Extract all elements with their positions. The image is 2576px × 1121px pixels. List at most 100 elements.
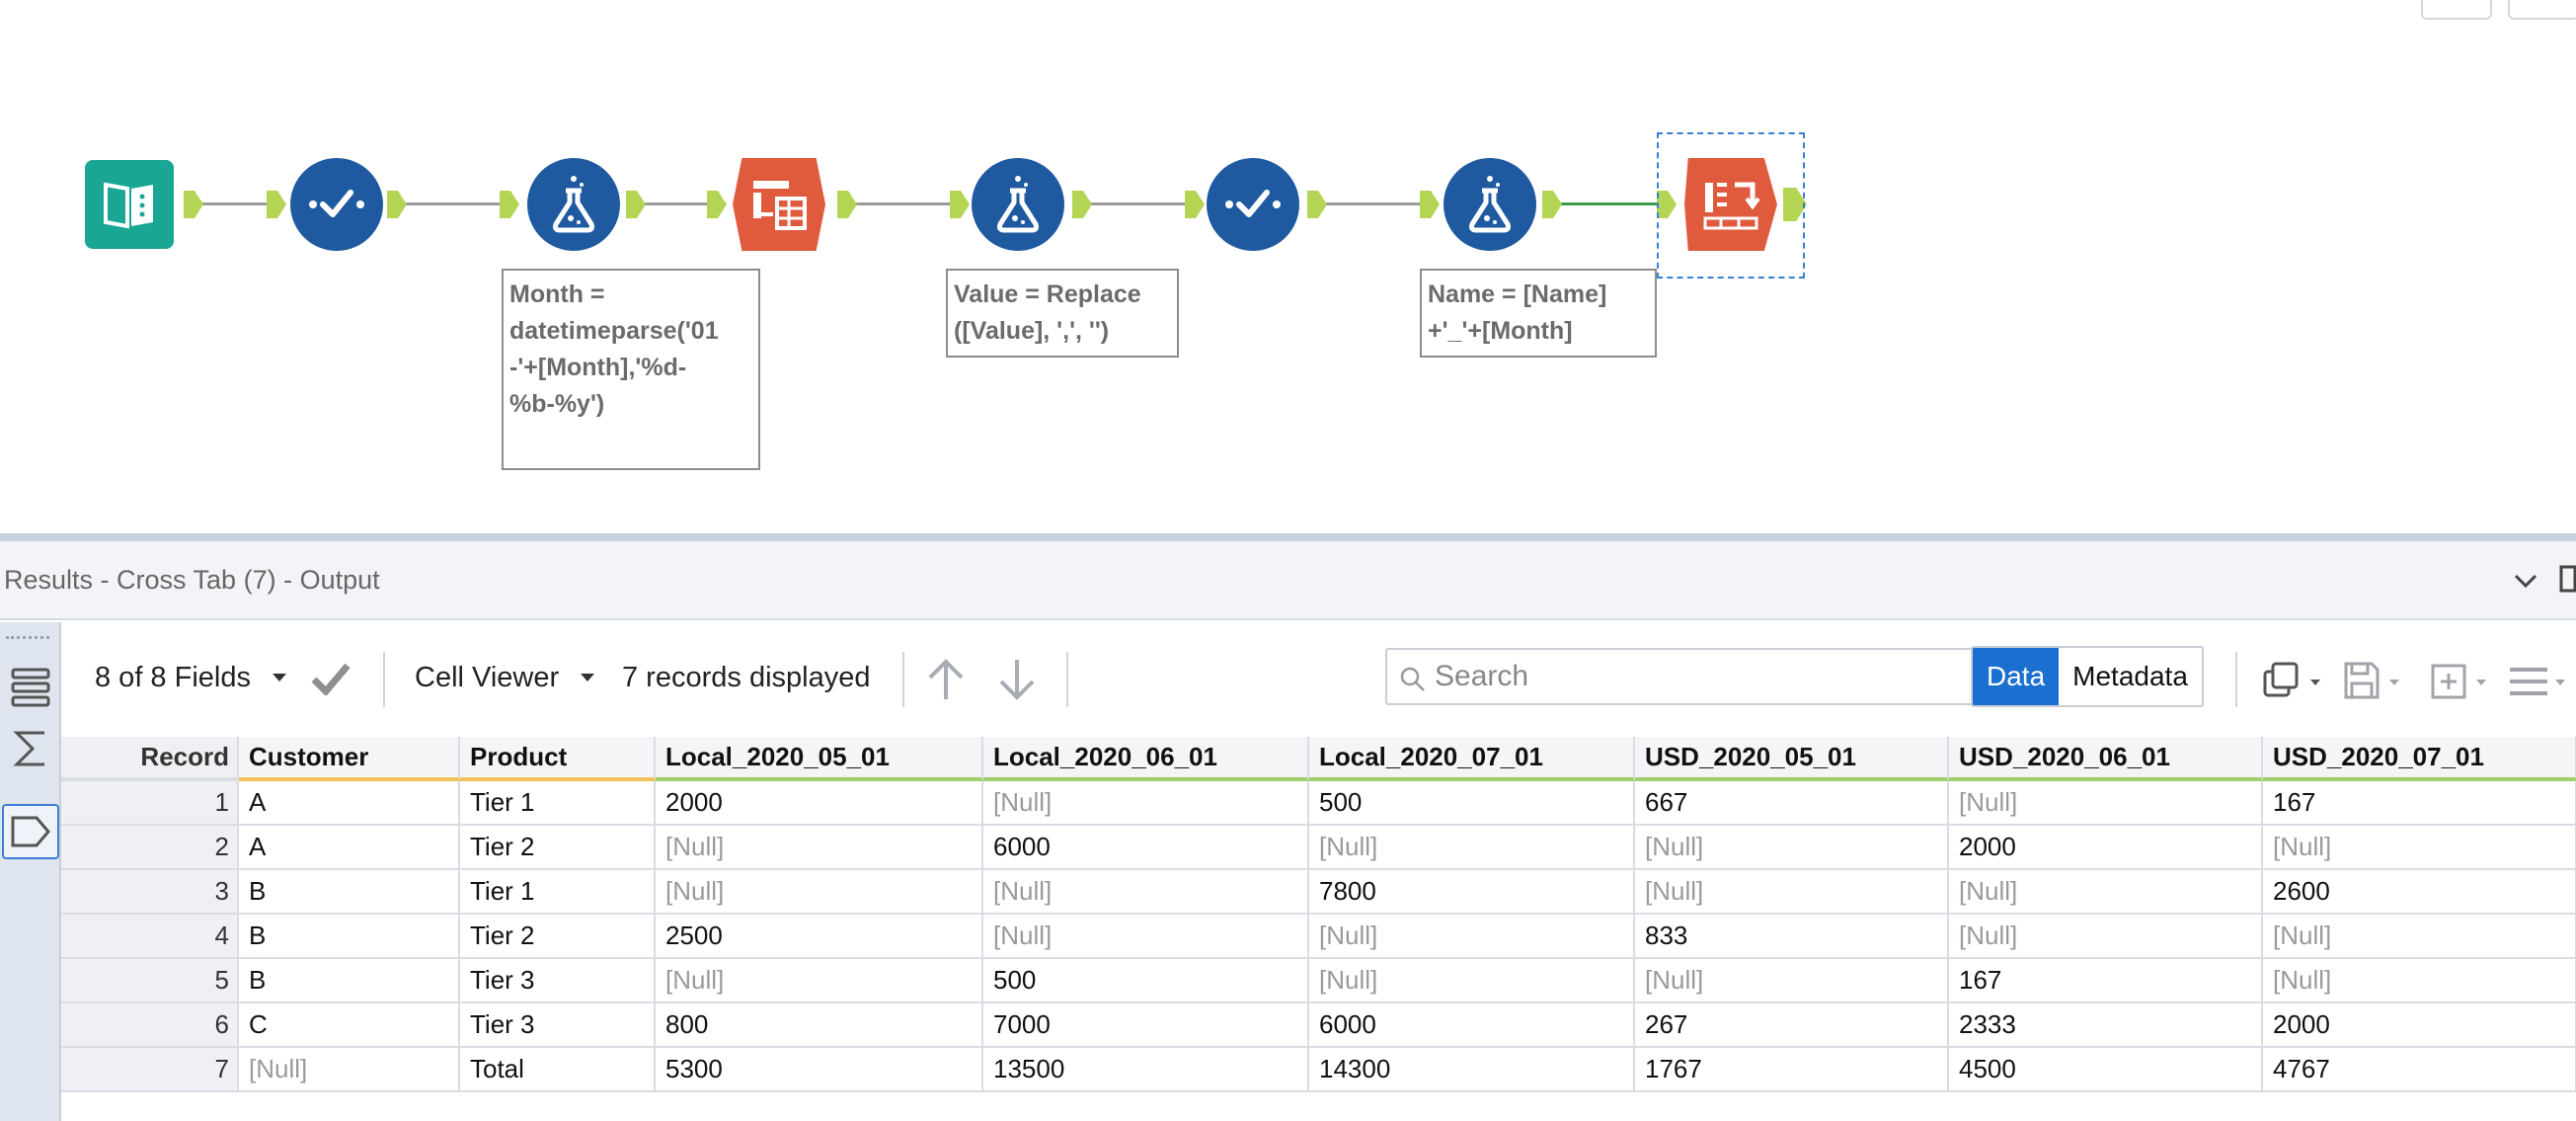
table-cell[interactable]: 800 xyxy=(656,1003,983,1048)
column-header-customer[interactable]: Customer xyxy=(239,737,460,781)
record-number[interactable]: 1 xyxy=(61,781,239,826)
table-row[interactable]: 6 C Tier 3 800 7000 6000 267 2333 2000 xyxy=(61,1003,2576,1048)
column-header-product[interactable]: Product xyxy=(460,737,656,781)
select-tool[interactable] xyxy=(290,158,383,251)
search-input[interactable] xyxy=(1435,656,1997,697)
table-cell[interactable]: [Null] xyxy=(983,915,1309,959)
table-cell[interactable]: [Null] xyxy=(983,870,1309,915)
formula-tool[interactable] xyxy=(972,158,1064,251)
checkmark-icon[interactable] xyxy=(310,662,351,695)
table-cell[interactable]: Tier 1 xyxy=(460,870,656,915)
select-tool[interactable] xyxy=(1207,158,1299,251)
table-cell[interactable]: 167 xyxy=(2263,781,2576,826)
output-anchor[interactable] xyxy=(1307,191,1327,218)
input-anchor[interactable] xyxy=(1657,191,1677,218)
output-anchor[interactable] xyxy=(837,191,857,218)
output-anchor[interactable] xyxy=(184,191,203,218)
table-row[interactable]: 4 B Tier 2 2500 [Null] [Null] 833 [Null]… xyxy=(61,915,2576,959)
table-cell[interactable]: [Null] xyxy=(656,959,983,1003)
table-row[interactable]: 3 B Tier 1 [Null] [Null] 7800 [Null] [Nu… xyxy=(61,870,2576,915)
summary-view-button[interactable] xyxy=(2,721,59,776)
table-row[interactable]: 2 A Tier 2 [Null] 6000 [Null] [Null] 200… xyxy=(61,826,2576,870)
table-cell[interactable]: [Null] xyxy=(1635,826,1949,870)
input-anchor[interactable] xyxy=(267,191,286,218)
table-cell[interactable]: [Null] xyxy=(1309,826,1635,870)
table-cell[interactable]: 5300 xyxy=(656,1048,983,1092)
table-view-button[interactable] xyxy=(2,660,59,715)
table-cell[interactable]: A xyxy=(239,781,460,826)
table-cell[interactable]: Total xyxy=(460,1048,656,1092)
cell-viewer-dropdown[interactable]: Cell Viewer xyxy=(415,662,560,693)
table-cell[interactable]: Tier 2 xyxy=(460,826,656,870)
table-cell[interactable]: 833 xyxy=(1635,915,1949,959)
table-cell[interactable]: 2000 xyxy=(1949,826,2263,870)
input-anchor[interactable] xyxy=(1185,191,1205,218)
data-view-button[interactable]: Data xyxy=(1973,648,2060,705)
metadata-view-button[interactable]: Metadata xyxy=(2059,648,2202,705)
canvas-corner-button[interactable] xyxy=(2508,0,2576,20)
output-anchor[interactable] xyxy=(387,191,407,218)
table-cell[interactable]: [Null] xyxy=(1635,870,1949,915)
table-cell[interactable]: [Null] xyxy=(1309,915,1635,959)
cross-tab-tool[interactable] xyxy=(1684,158,1777,251)
table-cell[interactable]: 2333 xyxy=(1949,1003,2263,1048)
table-cell[interactable]: 267 xyxy=(1635,1003,1949,1048)
table-cell[interactable]: 1767 xyxy=(1635,1048,1949,1092)
formula-tool[interactable] xyxy=(1444,158,1536,251)
table-cell[interactable]: Tier 1 xyxy=(460,781,656,826)
table-cell[interactable]: [Null] xyxy=(983,781,1309,826)
column-header-usd-2020-07[interactable]: USD_2020_07_01 xyxy=(2263,737,2576,781)
record-number[interactable]: 5 xyxy=(61,959,239,1003)
chevron-down-icon[interactable] xyxy=(581,674,594,681)
table-cell[interactable]: [Null] xyxy=(1635,959,1949,1003)
table-row[interactable]: 1 A Tier 1 2000 [Null] 500 667 [Null] 16… xyxy=(61,781,2576,826)
output-anchor[interactable] xyxy=(1542,191,1562,218)
table-cell[interactable]: 2600 xyxy=(2263,870,2576,915)
maximize-icon[interactable] xyxy=(2557,559,2576,599)
add-tool-icon[interactable] xyxy=(2429,660,2494,703)
table-cell[interactable]: B xyxy=(239,959,460,1003)
column-header-local-2020-07[interactable]: Local_2020_07_01 xyxy=(1309,737,1635,781)
table-cell[interactable]: [Null] xyxy=(1949,915,2263,959)
workflow-canvas[interactable]: Month = datetimeparse('01 -'+[Month],'%d… xyxy=(0,0,2576,533)
table-cell[interactable]: [Null] xyxy=(656,826,983,870)
input-anchor[interactable] xyxy=(950,191,970,218)
table-cell[interactable]: [Null] xyxy=(656,870,983,915)
table-cell[interactable]: [Null] xyxy=(239,1048,460,1092)
pane-splitter[interactable] xyxy=(0,533,2576,541)
table-cell[interactable]: 500 xyxy=(983,959,1309,1003)
tag-view-button[interactable] xyxy=(2,804,59,859)
table-cell[interactable]: 2000 xyxy=(656,781,983,826)
copy-icon[interactable] xyxy=(2261,660,2326,703)
table-cell[interactable]: [Null] xyxy=(2263,959,2576,1003)
column-header-usd-2020-05[interactable]: USD_2020_05_01 xyxy=(1635,737,1949,781)
record-number[interactable]: 7 xyxy=(61,1048,239,1092)
table-cell[interactable]: [Null] xyxy=(2263,915,2576,959)
table-cell[interactable]: 6000 xyxy=(983,826,1309,870)
input-anchor[interactable] xyxy=(1420,191,1440,218)
table-cell[interactable]: 6000 xyxy=(1309,1003,1635,1048)
grip-handle[interactable] xyxy=(6,636,49,640)
record-number[interactable]: 4 xyxy=(61,915,239,959)
formula-tool[interactable] xyxy=(527,158,620,251)
column-header-local-2020-06[interactable]: Local_2020_06_01 xyxy=(983,737,1309,781)
arrow-down-icon[interactable] xyxy=(997,658,1037,701)
chevron-down-icon[interactable] xyxy=(273,674,286,681)
table-row[interactable]: 5 B Tier 3 [Null] 500 [Null] [Null] 167 … xyxy=(61,959,2576,1003)
record-number[interactable]: 3 xyxy=(61,870,239,915)
output-anchor[interactable] xyxy=(626,191,646,218)
table-cell[interactable]: 667 xyxy=(1635,781,1949,826)
menu-icon[interactable] xyxy=(2508,660,2573,703)
record-number[interactable]: 2 xyxy=(61,826,239,870)
fields-dropdown[interactable]: 8 of 8 Fields xyxy=(95,662,251,693)
table-cell[interactable]: 2000 xyxy=(2263,1003,2576,1048)
table-cell[interactable]: 13500 xyxy=(983,1048,1309,1092)
column-header-local-2020-05[interactable]: Local_2020_05_01 xyxy=(656,737,983,781)
input-anchor[interactable] xyxy=(500,191,519,218)
table-cell[interactable]: [Null] xyxy=(1949,781,2263,826)
table-cell[interactable]: [Null] xyxy=(1309,959,1635,1003)
arrow-up-icon[interactable] xyxy=(926,658,966,701)
table-cell[interactable]: B xyxy=(239,915,460,959)
column-header-record[interactable]: Record xyxy=(61,737,239,781)
transpose-tool[interactable] xyxy=(733,158,825,251)
